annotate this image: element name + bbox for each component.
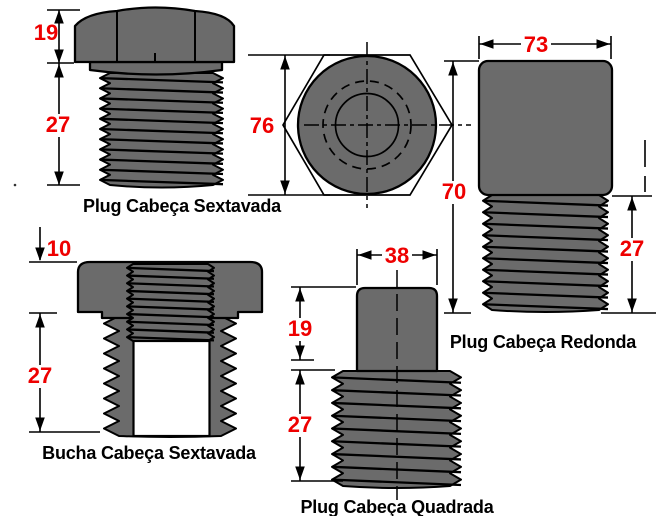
dim-label-bg [286,318,314,341]
centerlines [304,42,471,208]
dim-label-bg [521,34,551,55]
round-plug-threads [482,194,609,313]
plug-round-view [477,59,614,313]
dim-arrow [35,314,45,328]
dim-hex-head-height: 19 [34,9,80,64]
dim-square-head-width: 38 [356,243,438,285]
dim-arrow [295,371,305,385]
dim-value: 27 [620,236,644,261]
label-plug-sextavada: Plug Cabeça Sextavada [83,196,282,216]
dim-round-thread-length: 27 [601,140,656,314]
dim-arrow [35,417,45,431]
dim-arrow [480,39,494,49]
dim-arrow [54,171,64,185]
dim-value: 27 [28,363,52,388]
dim-label-bg [382,245,412,266]
hex-plug-collar [88,60,224,76]
dim-value: 19 [288,316,312,341]
round-plug-head [477,59,614,197]
dim-bushing-body-length: 27 [26,312,100,433]
dim-value: 38 [385,243,409,268]
dim-hex-thread-length: 27 [44,63,80,186]
dim-round-overall-height: 70 [440,60,479,314]
dim-arrow [627,197,637,211]
dim-hex-across-flats: 76 [248,54,330,196]
dim-arrow [295,288,305,302]
dim-label-bg [44,114,72,137]
bushing-hex-section-view [76,260,264,438]
dim-arrow [280,180,290,194]
dim-label-bg [26,365,54,388]
dim-value: 19 [34,20,58,45]
dim-square-thread-length: 27 [286,369,343,482]
hex-head-top-view [282,42,471,208]
bushing-internal-threads [126,263,215,343]
plug-hex-side-view [73,6,236,189]
dim-arrow [596,39,610,49]
dim-arrow [627,298,637,312]
dim-arrow [422,250,436,260]
plug-square-view [331,270,462,500]
dim-value: 10 [47,236,71,261]
label-plug-quadrada: Plug Cabeça Quadrada [300,497,494,516]
label-plug-redonda: Plug Cabeça Redonda [450,332,637,352]
dim-value: 70 [442,179,466,204]
hex-head-facet-lines [116,11,196,62]
dim-bushing-head-height: 10 [29,227,77,263]
dim-arrow [54,64,64,78]
dim-arrow [35,247,45,261]
dim-value: 27 [288,412,312,437]
dim-value: 73 [524,32,548,57]
dim-square-head-height: 19 [286,286,356,361]
dim-arrow [448,298,458,312]
dim-arrow [280,56,290,70]
dim-label-bg [286,414,314,437]
dim-label-bg [440,181,468,204]
bushing-bore-cavity [132,339,211,438]
dim-label-bg [618,238,646,261]
dim-value: 27 [46,112,70,137]
dim-arrow [54,49,64,63]
dim-round-head-width: 73 [478,32,612,59]
dim-value: 76 [250,113,274,138]
stray-dot [13,183,17,187]
dim-arrow [448,62,458,76]
dim-arrow [295,466,305,480]
label-bucha-sextavada: Bucha Cabeça Sextavada [42,443,257,463]
hex-plug-threads [99,72,224,189]
dim-arrow [295,345,305,359]
dim-arrow [358,250,372,260]
